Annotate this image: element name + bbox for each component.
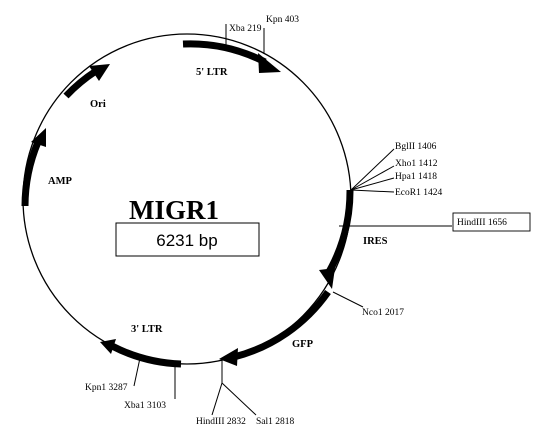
site-label-hindiii-2832: HindIII 2832 [196, 417, 246, 427]
plasmid-size-label: 6231 bp [156, 231, 217, 250]
site-label-hpa1-1418: Hpa1 1418 [395, 172, 437, 182]
feature-label-amp: AMP [48, 176, 72, 187]
feature-5-ltr-arrow [182, 40, 281, 73]
site-cluster-mcs-lines [350, 148, 395, 193]
feature-amp-arrow [21, 128, 46, 207]
site-label-bglii-1406: BglII 1406 [395, 142, 437, 152]
site-label-nco1-2017: Nco1 2017 [362, 308, 404, 318]
feature-label-ires: IRES [363, 236, 388, 247]
plasmid-size-box [115, 222, 260, 257]
site-label-ecor1-1424: EcoR1 1424 [395, 188, 442, 198]
feature-ori-arrow [63, 64, 110, 99]
feature-label-ori: Ori [90, 99, 106, 110]
feature-gfp-arrow [219, 289, 331, 366]
site-label-xho1-1412: Xho1 1412 [395, 159, 438, 169]
site-label-sal1-2818: Sal1 2818 [256, 417, 295, 427]
site-tick-kpn1-3287 [133, 357, 141, 387]
site-label-xba-219: Xba 219 [229, 24, 262, 34]
site-label-xba1-3103: Xba1 3103 [124, 401, 166, 411]
feature-label-gfp: GFP [292, 339, 314, 350]
feature-ires-gfp-arrow [319, 189, 354, 289]
site-label-kpn1-3287: Kpn1 3287 [85, 383, 128, 393]
site-label-hindiii-1656: HindIII 1656 [457, 218, 507, 228]
site-cluster-hindiii-sal1-lines [211, 358, 257, 416]
feature-label-3-ltr: 3' LTR [131, 324, 163, 335]
feature-label-5-ltr: 5' LTR [196, 67, 228, 78]
site-tick-nco1-2017 [332, 291, 364, 308]
site-box-hindiii-1656 [452, 212, 531, 232]
plasmid-name: MIGR1 [129, 195, 219, 225]
site-label-kpn-403: Kpn 403 [266, 15, 299, 25]
feature-3-ltr-arrow [100, 339, 182, 368]
